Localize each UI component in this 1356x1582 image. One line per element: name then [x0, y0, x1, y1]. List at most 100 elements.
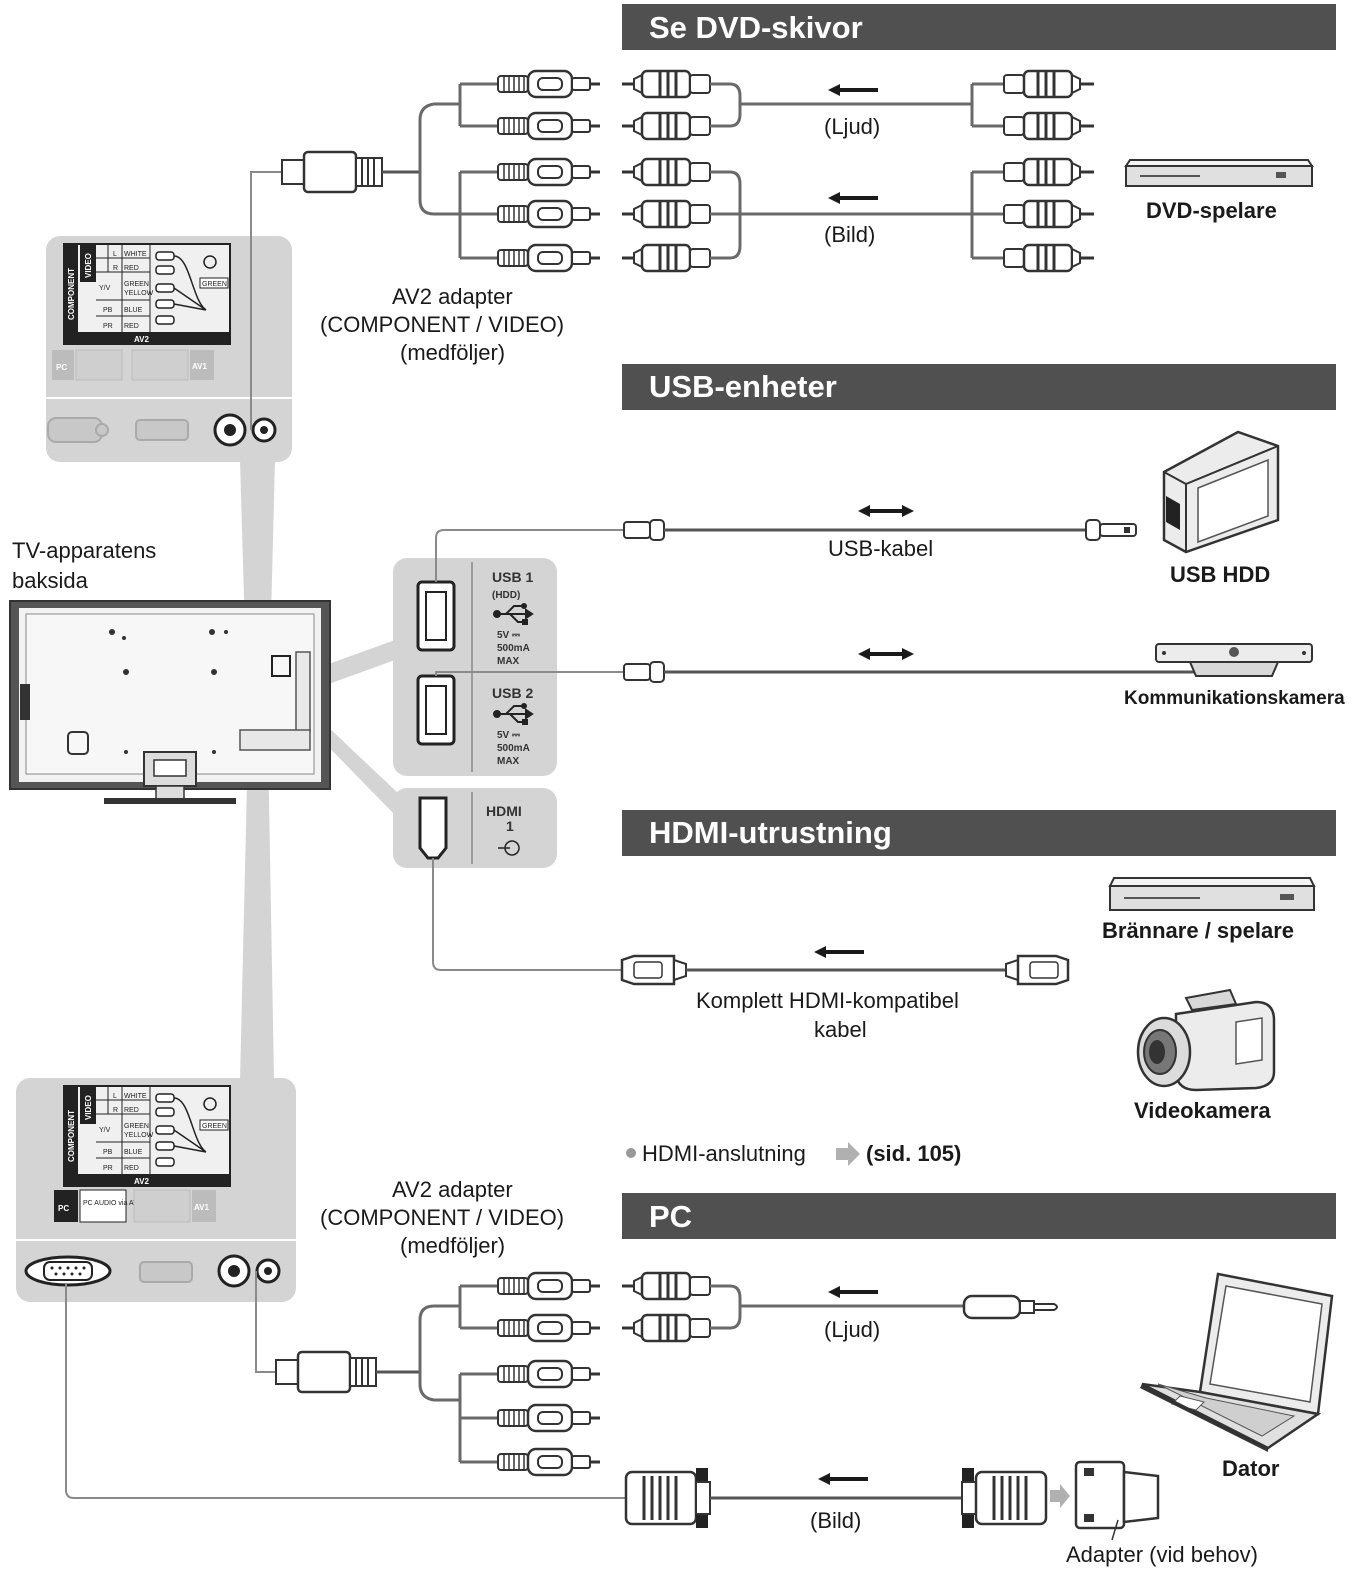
- tv-back-label-line1: TV-apparatens: [12, 538, 156, 563]
- vga-plug-tv: [624, 1468, 711, 1528]
- usb-hdmi-port-panel: USB 1 (HDD) 5V ⎓ 500mA MAX USB 2 5V ⎓ 50…: [393, 558, 557, 868]
- section-title-dvd: Se DVD-skivor: [649, 10, 863, 45]
- usb1-power-line1: 5V ⎓: [497, 630, 520, 641]
- panel-label-white: WHITE: [124, 251, 147, 258]
- usb-hdd-label: USB HDD: [1170, 562, 1270, 587]
- scart-port-icon: [135, 419, 189, 441]
- usb-connection: USB-kabel: [435, 503, 1236, 683]
- hdmi-cable-label-line1: Komplett HDMI-kompatibel: [696, 988, 959, 1013]
- panel2-label-white: WHITE: [124, 1093, 147, 1100]
- panel2-label-green-box: GREEN: [202, 1123, 227, 1130]
- panel2-label-blue: BLUE: [124, 1149, 143, 1156]
- panel-label-video: VIDEO: [84, 253, 93, 278]
- panel-label-l: L: [113, 251, 117, 258]
- panel2-label-av2: AV2: [134, 1177, 150, 1186]
- laptop-icon: [1140, 1272, 1334, 1452]
- panel-label-yv: Y/V: [99, 285, 111, 292]
- panel2-label-yellow: YELLOW: [124, 1132, 154, 1139]
- panel-label-pr: PR: [103, 323, 113, 330]
- adapter-label-bottom-line3: (medföljer): [400, 1233, 505, 1258]
- videocamera-icon: [1136, 988, 1276, 1092]
- panel2-label-green: GREEN: [124, 1123, 149, 1130]
- hdmi-note-text: HDMI-anslutning: [642, 1141, 806, 1166]
- hdmi-port-name: HDMI: [486, 803, 522, 819]
- recorder-player: Brännare / spelare: [1102, 877, 1316, 943]
- panel-label-pb: PB: [103, 307, 113, 314]
- hdmi-port-number: 1: [506, 818, 514, 834]
- panel-label-r: R: [113, 265, 118, 272]
- panel2-label-red: RED: [124, 1107, 139, 1114]
- usb-plug-device-1: [1085, 519, 1137, 541]
- input-icon: [203, 255, 217, 269]
- panel2-label-pb: PB: [103, 1149, 113, 1156]
- panel2-label-l: L: [113, 1093, 117, 1100]
- usb-hdd-icon: [1162, 430, 1280, 554]
- panel-label-green-box: GREEN: [202, 281, 227, 288]
- tv-back: TV-apparatens baksida: [9, 538, 331, 804]
- adapter-label-bottom-line1: AV2 adapter: [392, 1177, 513, 1202]
- section-bar-usb: USB-enheter: [622, 364, 1336, 410]
- av2-adapter-plug-bottom: [275, 1350, 420, 1394]
- section-bar-hdmi: HDMI-utrustning: [622, 810, 1336, 856]
- usb1-power-line3: MAX: [497, 656, 520, 667]
- bullet-icon: [626, 1148, 636, 1158]
- panel-label-yellow: YELLOW: [124, 290, 154, 297]
- adapter-label-top-line2: (COMPONENT / VIDEO): [320, 312, 564, 337]
- scart-port-icon-2: [139, 1261, 193, 1283]
- usb-symbol-icon-2: [493, 703, 534, 725]
- pc-connection: (Ljud) (Bild) Adapter (vid behov): [65, 1271, 1258, 1567]
- panel2-label-pc-audio: PC AUDIO via AV2: [83, 1200, 142, 1207]
- panel2-label-av1: AV1: [194, 1203, 210, 1212]
- panel2-label-pc: PC: [58, 1204, 69, 1213]
- hdmi-note-ref: (sid. 105): [866, 1141, 961, 1166]
- recorder-player-icon: [1108, 877, 1316, 911]
- panel-label-green: GREEN: [124, 281, 149, 288]
- panel-label-pc: PC: [56, 363, 67, 372]
- av-panel-top: COMPONENT VIDEO L R WHITE RED Y/V GREEN …: [46, 236, 292, 462]
- usb1-port-name: USB 1: [492, 569, 533, 585]
- communication-camera: Kommunikationskamera: [1124, 643, 1345, 709]
- usb1-port-sub: (HDD): [492, 590, 520, 601]
- videocamera-label: Videokamera: [1134, 1098, 1271, 1123]
- input-icon-2: [203, 1097, 217, 1111]
- section-title-pc: PC: [649, 1199, 692, 1234]
- hdmi-input-icon: [498, 840, 520, 856]
- mini-jack-plug: [962, 1294, 1058, 1320]
- usb2-power-line2: 500mA: [497, 743, 530, 754]
- usb-plug-tv-2: [623, 661, 665, 683]
- usb-hdd: USB HDD: [1162, 430, 1280, 587]
- panel-label-red: RED: [124, 265, 139, 272]
- panel2-label-video: VIDEO: [84, 1095, 93, 1120]
- section-title-hdmi: HDMI-utrustning: [649, 815, 892, 850]
- videocamera: Videokamera: [1134, 988, 1276, 1123]
- usb2-port-name: USB 2: [492, 685, 533, 701]
- hdmi-connection: Komplett HDMI-kompatibel kabel: [432, 858, 1070, 1042]
- vga-port-icon: [47, 417, 103, 443]
- communication-camera-icon: [1155, 643, 1313, 677]
- usb-plug-tv-1: [623, 519, 665, 541]
- tv-back-label-line2: baksida: [12, 568, 89, 593]
- panel-label-component: COMPONENT: [67, 268, 76, 320]
- computer: Dator: [1140, 1272, 1334, 1481]
- av2-adapter-plug-top: [281, 150, 420, 194]
- panel-label-av2: AV2: [134, 335, 150, 344]
- adapter-label-bottom-line2: (COMPONENT / VIDEO): [320, 1205, 564, 1230]
- panel-label-red-pr: RED: [124, 323, 139, 330]
- computer-label: Dator: [1222, 1456, 1280, 1481]
- section-bar-pc: PC: [622, 1193, 1336, 1239]
- dvd-video-label: (Bild): [824, 222, 875, 247]
- dvd-player: DVD-spelare: [1124, 159, 1314, 223]
- panel2-label-component: COMPONENT: [67, 1110, 76, 1162]
- hdmi-plug-tv: [620, 954, 687, 986]
- dvd-player-icon: [1124, 159, 1314, 187]
- vga-plug-pc: [961, 1468, 1048, 1528]
- hdmi-note: HDMI-anslutning (sid. 105): [626, 1141, 961, 1166]
- panel2-label-pr: PR: [103, 1165, 113, 1172]
- hdmi-plug-device: [1005, 954, 1070, 986]
- pc-video-label: (Bild): [810, 1508, 861, 1533]
- adapter-label-top-line1: AV2 adapter: [392, 284, 513, 309]
- vga-adapter-icon: [1074, 1460, 1160, 1530]
- arrow-right-icon: [836, 1142, 860, 1166]
- arrow-right-icon-2: [1050, 1484, 1070, 1508]
- usb-symbol-icon: [493, 603, 534, 625]
